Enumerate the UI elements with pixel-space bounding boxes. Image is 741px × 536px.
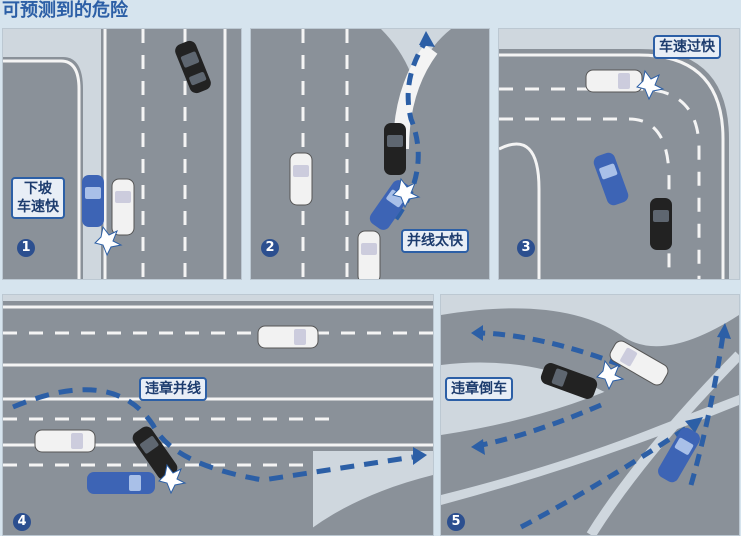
panel-4-callout: 违章并线 — [139, 377, 207, 401]
panel-3-number: 3 — [517, 239, 535, 257]
dashed-path-arrow-icon — [480, 402, 602, 448]
panel-1-number: 1 — [17, 239, 35, 257]
panel-2-callout: 并线太快 — [401, 229, 469, 253]
panel-1-callout: 下坡 车速快 — [11, 177, 65, 219]
impact-burst-icon — [158, 463, 187, 495]
car-white-icon — [289, 152, 313, 206]
panel-4-number: 4 — [13, 513, 31, 531]
car-white-icon — [257, 325, 319, 349]
page-title: 可预测到的危险 — [2, 0, 128, 21]
panel-5-number: 5 — [447, 513, 465, 531]
panel-4: 4 违章并线 — [2, 294, 434, 536]
dashed-path-arrow-icon — [519, 422, 693, 530]
car-blue-icon — [82, 175, 104, 227]
dashed-path-arrow-icon — [12, 387, 414, 483]
impact-burst-icon — [94, 225, 123, 257]
car-blue-icon — [658, 427, 700, 483]
panel-5: 5 违章倒车 — [440, 294, 740, 536]
car-black-icon — [650, 198, 672, 250]
car-white-icon — [609, 340, 669, 386]
car-black-icon — [175, 40, 211, 94]
panel-3: 3 车速过快 — [498, 28, 740, 280]
car-white-icon — [357, 230, 381, 279]
impact-burst-icon — [392, 177, 421, 209]
impact-burst-icon — [596, 359, 625, 391]
car-blue-icon — [593, 152, 629, 206]
car-black-icon — [384, 123, 406, 175]
panel-5-callout: 违章倒车 — [445, 377, 513, 401]
car-black-icon — [132, 426, 178, 480]
panel-2-number: 2 — [261, 239, 279, 257]
car-white-icon — [111, 178, 135, 236]
car-black-icon — [540, 363, 598, 399]
car-white-icon — [585, 69, 643, 93]
panel-1: 1 下坡 车速快 — [2, 28, 242, 280]
dashed-path-arrow-icon — [480, 330, 622, 368]
impact-burst-icon — [636, 69, 665, 101]
car-white-icon — [34, 429, 96, 453]
car-blue-icon — [87, 472, 155, 494]
panel-2: 2 并线太快 — [250, 28, 490, 280]
dashed-path-arrow-icon — [393, 39, 429, 221]
panel-3-callout: 车速过快 — [653, 35, 721, 59]
